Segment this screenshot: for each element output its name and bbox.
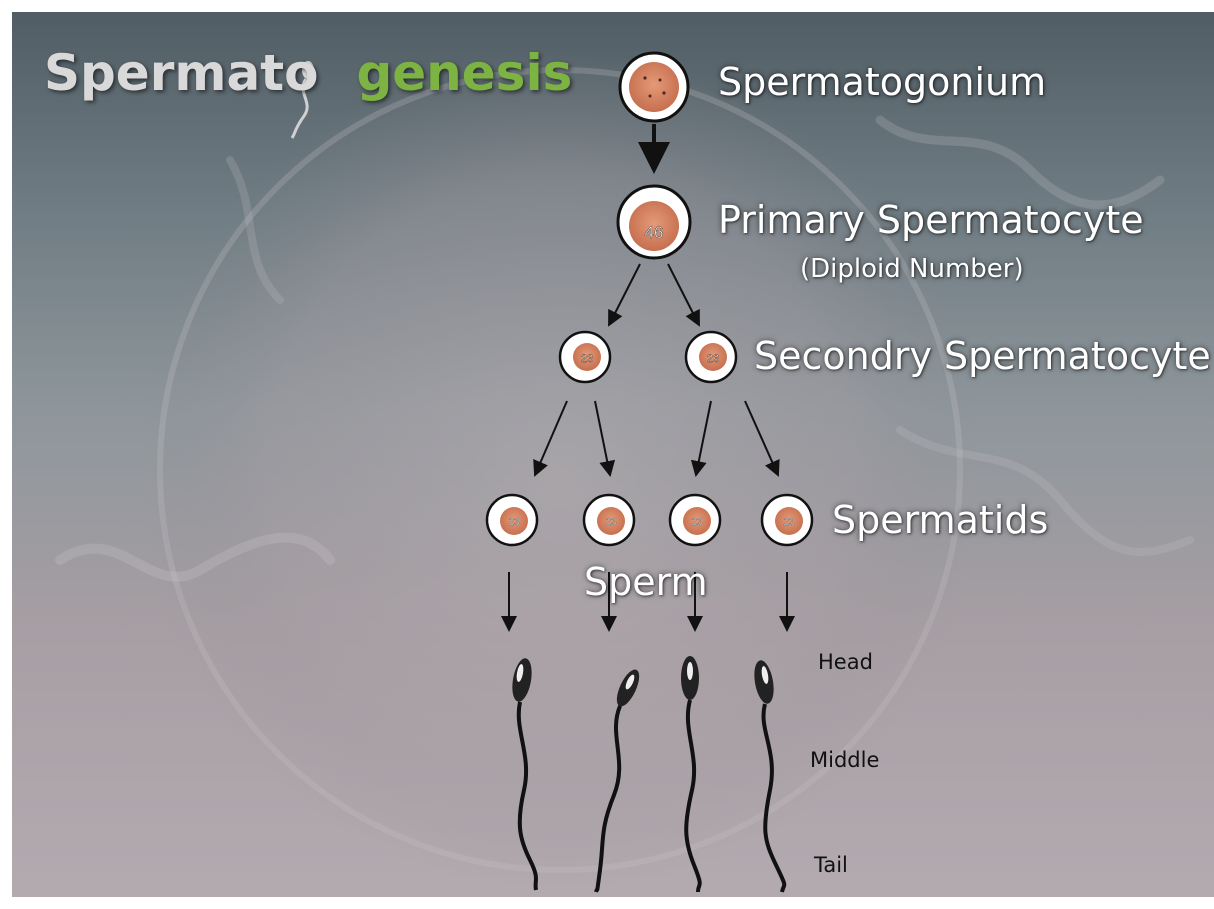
arrow-primary-to-secondary-right xyxy=(668,264,699,325)
label-secondary-spermatocyte: Secondry Spermatocyte xyxy=(754,334,1211,378)
frame-border-top xyxy=(0,0,1214,12)
title-part-2: genesis xyxy=(356,44,572,102)
sperm-cell-1 xyxy=(509,657,536,890)
label-diploid-number: (Diploid Number) xyxy=(800,254,1024,284)
title-part-1: Spermato xyxy=(44,44,318,102)
arrow-secondary-right-to-spermatid-3 xyxy=(696,401,711,475)
label-spermatogonium: Spermatogonium xyxy=(718,60,1046,104)
label-primary-spermatocyte: Primary Spermatocyte xyxy=(718,198,1144,242)
arrow-secondary-right-to-spermatid-4 xyxy=(745,401,778,475)
frame-border-left xyxy=(0,0,12,909)
sperm-cell-2 xyxy=(596,666,644,892)
frame-border-bottom xyxy=(0,897,1214,909)
spermatid-1-label: 23 xyxy=(508,517,520,528)
label-sperm-middle: Middle xyxy=(810,748,879,772)
spermatid-3-label: 23 xyxy=(691,517,703,528)
arrow-primary-to-secondary-left xyxy=(609,264,640,325)
label-sperm: Sperm xyxy=(584,560,708,604)
secondary-left-label: 23 xyxy=(581,353,593,365)
label-sperm-tail: Tail xyxy=(814,853,848,877)
primary-spermatocyte-cell xyxy=(618,186,690,258)
label-spermatids: Spermatids xyxy=(832,498,1048,542)
sperm-cell-3 xyxy=(681,656,700,892)
spermatogonium-cell xyxy=(620,53,688,121)
secondary-right-label: 23 xyxy=(707,353,719,365)
spermatid-4-label: 23 xyxy=(783,517,795,528)
spermatid-2-label: 23 xyxy=(605,517,617,528)
label-sperm-head: Head xyxy=(818,650,873,674)
arrow-secondary-left-to-spermatid-1 xyxy=(535,401,567,475)
diagram-title: Spermato genesis xyxy=(44,44,572,102)
sperm-cell-4 xyxy=(751,659,784,892)
arrow-secondary-left-to-spermatid-2 xyxy=(595,401,610,475)
primary-cell-label: 46 xyxy=(645,223,664,242)
